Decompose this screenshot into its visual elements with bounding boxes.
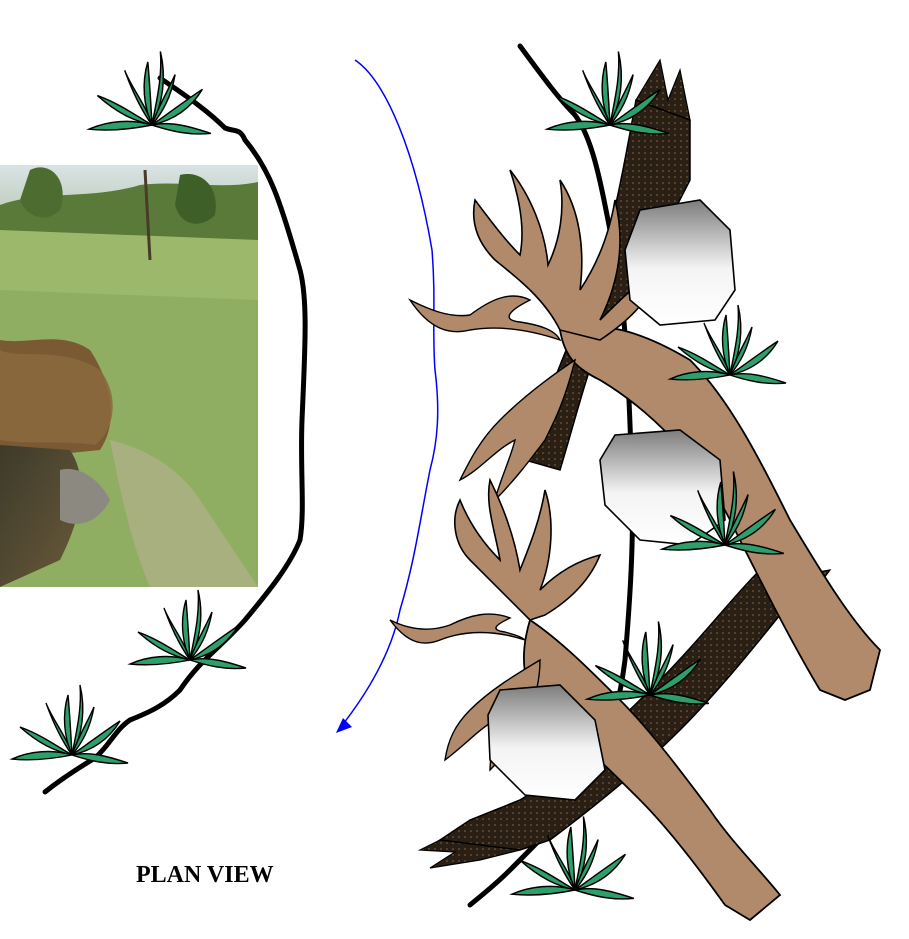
grass-tuft-icon bbox=[130, 590, 246, 669]
boulder-icon bbox=[625, 200, 735, 325]
plan-view-caption: PLAN VIEW bbox=[136, 862, 274, 889]
grass-tuft-icon bbox=[89, 52, 211, 134]
grass-tuft-icon bbox=[12, 685, 128, 764]
stream-bank-photo bbox=[0, 165, 258, 587]
